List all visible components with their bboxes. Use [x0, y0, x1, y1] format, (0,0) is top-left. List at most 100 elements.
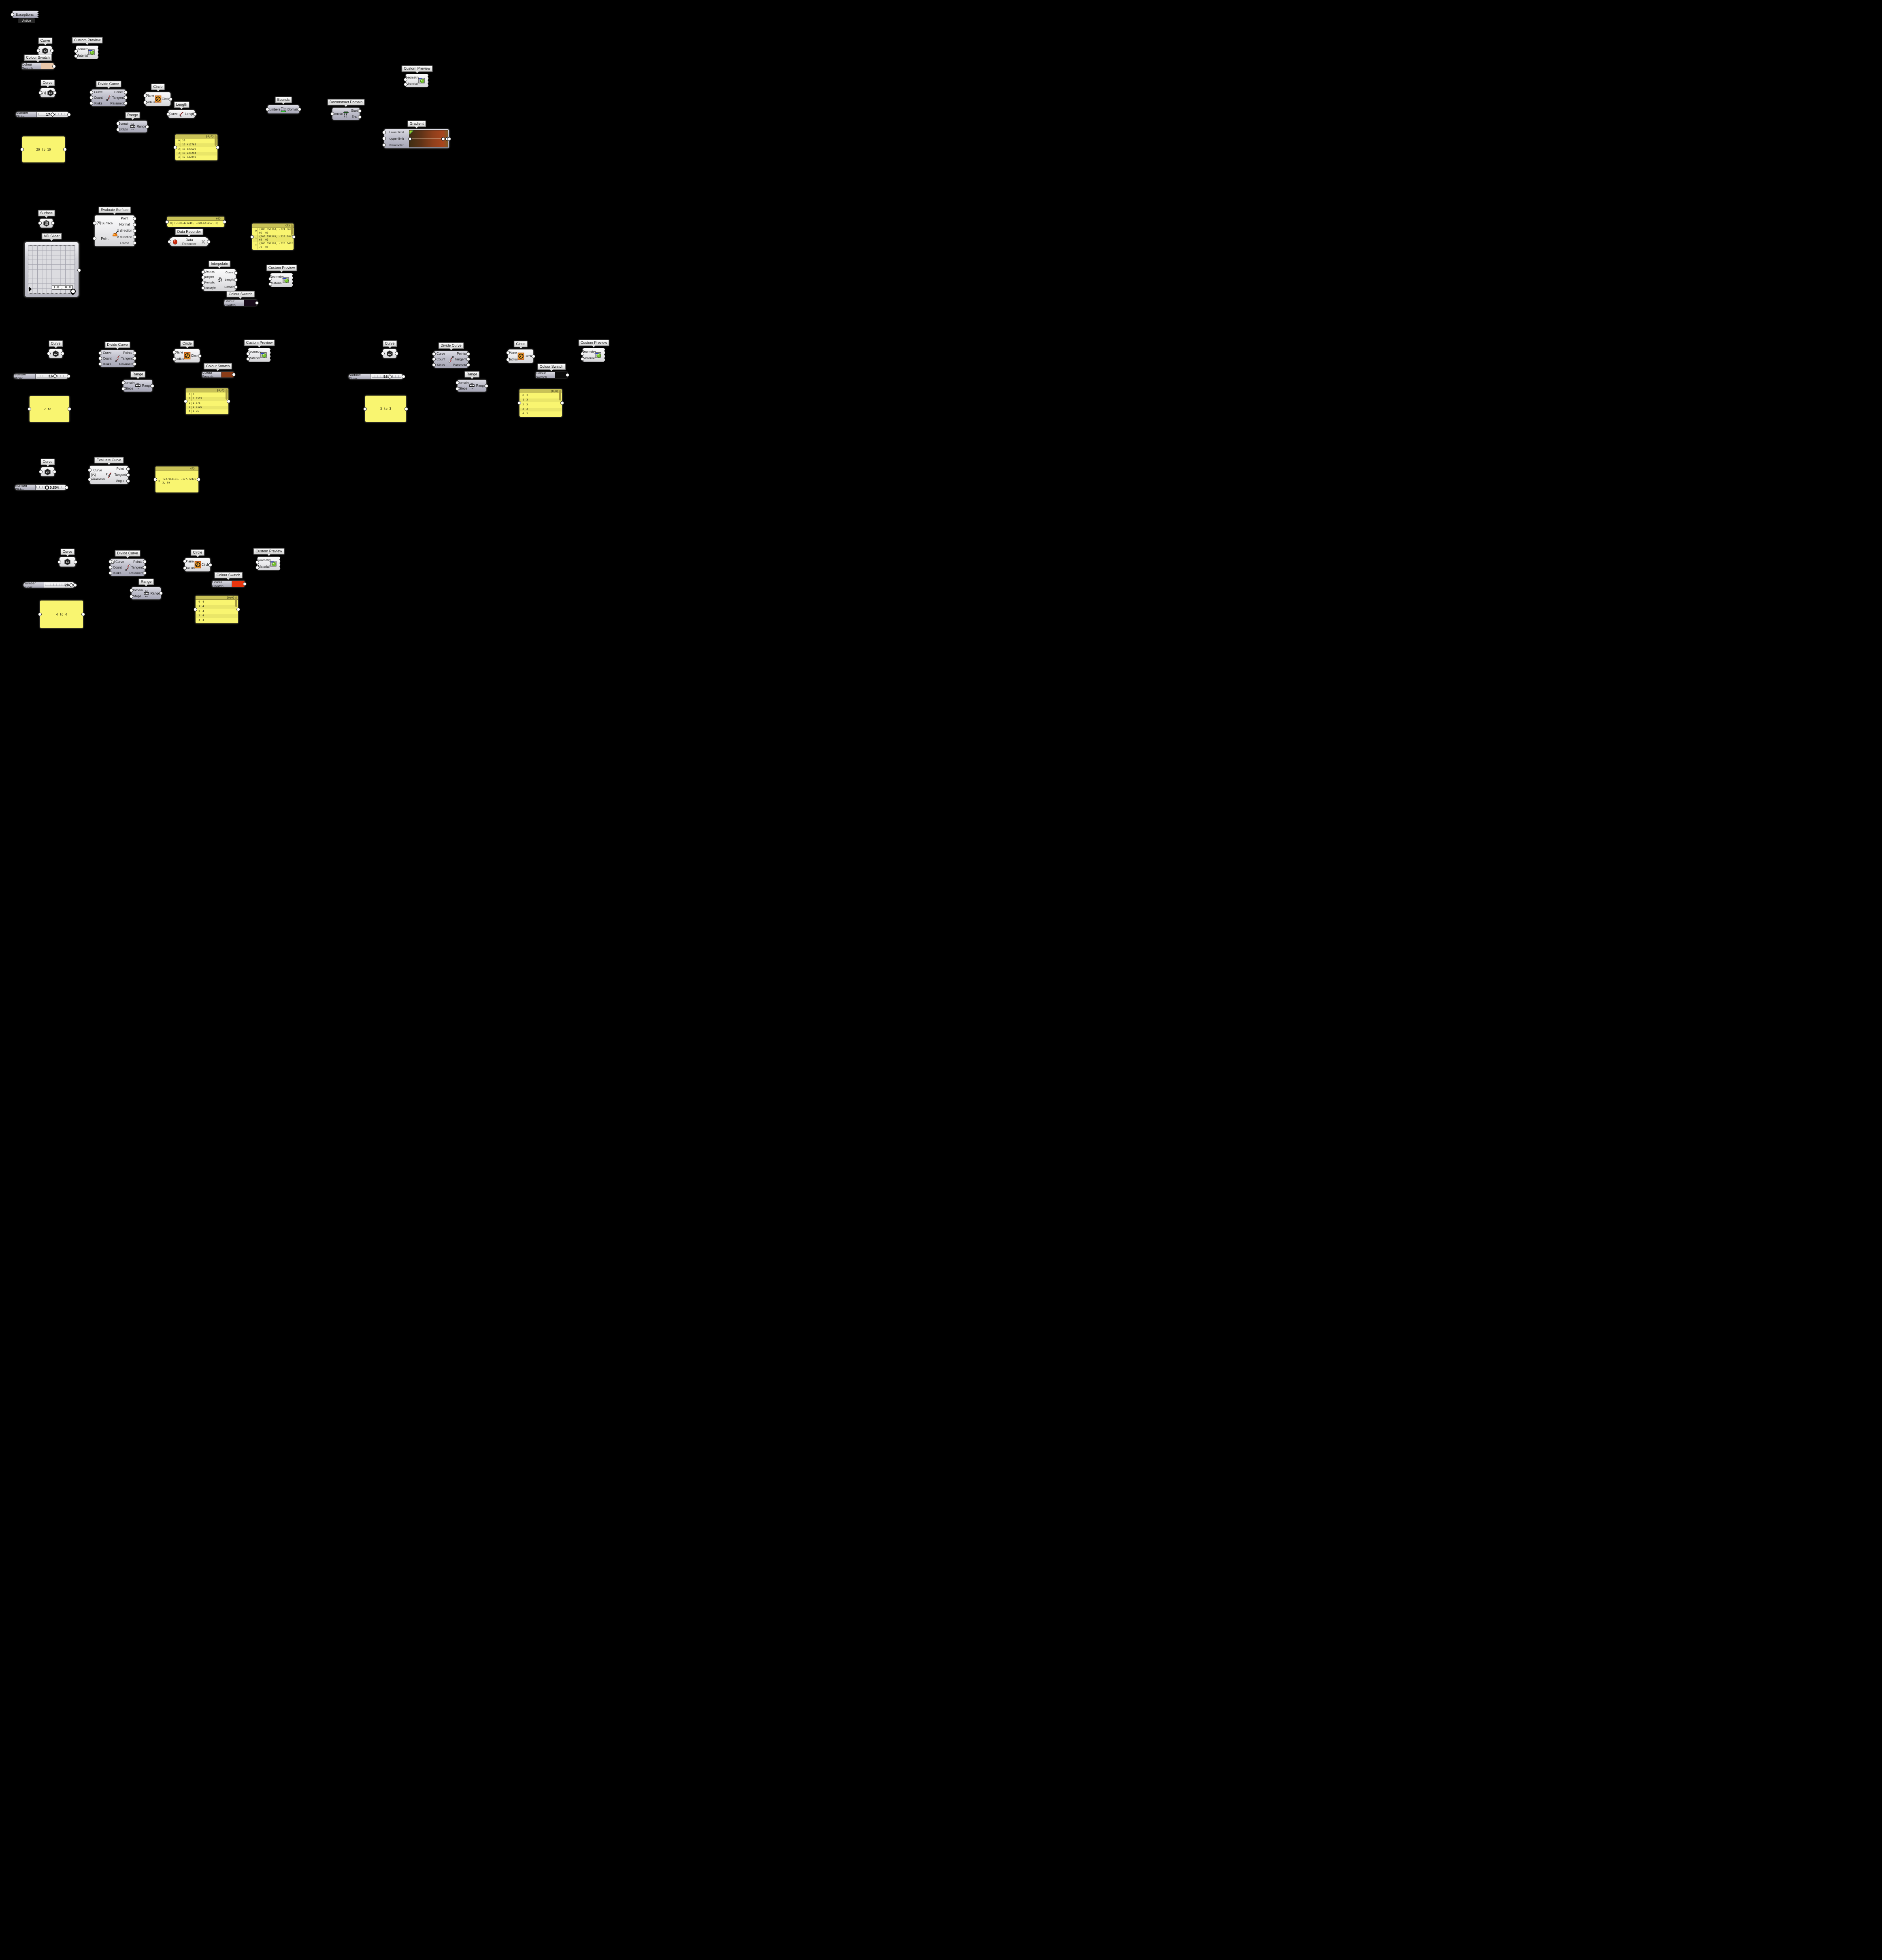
curve-param-4-body[interactable] — [383, 349, 397, 358]
input-nub[interactable] — [201, 281, 205, 285]
deconstruct-domain-1-output-start[interactable]: Start — [349, 109, 362, 113]
custom-preview-1-material-nub[interactable] — [74, 54, 78, 58]
divide-curve-4-output-points[interactable]: Points — [131, 560, 147, 564]
number-slider-3-value-group[interactable]: 16 — [383, 374, 392, 379]
custom-preview-5-geometry-nub[interactable] — [581, 352, 584, 356]
custom-preview-6-material-nub[interactable] — [255, 566, 259, 570]
output-nub[interactable] — [298, 107, 301, 111]
number-slider-2-output-nub[interactable] — [67, 374, 70, 378]
number-slider-1-grip[interactable] — [50, 112, 55, 117]
divide-curve-2-output-tangents[interactable]: Tangents — [121, 356, 136, 360]
panel-values-1-output-nub[interactable] — [216, 145, 219, 149]
output-nub[interactable] — [133, 356, 136, 360]
divide-curve-1-input-kinks[interactable]: Kinks — [89, 101, 105, 105]
input-nub[interactable] — [109, 565, 112, 569]
divide-curve-1-output-parameters[interactable]: Parameters — [110, 101, 128, 105]
evaluate-curve-1-input-parameter[interactable]: Parameter — [88, 477, 106, 481]
colour-swatch-4-output-nub[interactable] — [566, 373, 569, 377]
panel-3-to-3-body[interactable]: 3 to 3 — [365, 395, 407, 422]
md-slider-1-grid[interactable]: 1.0 ; 0.0 — [28, 245, 76, 295]
curve-param-6-input-nub[interactable] — [57, 560, 61, 564]
input-nub[interactable] — [98, 351, 102, 355]
custom-preview-4-geometry-nub[interactable] — [246, 352, 250, 356]
panel-4-to-4-output-nub[interactable] — [81, 612, 85, 616]
panel-3-to-3-input-nub[interactable] — [363, 407, 367, 411]
divide-curve-4-input-curve[interactable]: Curve — [109, 560, 124, 564]
panel-points-4-input-nub[interactable] — [250, 235, 254, 239]
number-slider-5-output-nub[interactable] — [73, 583, 77, 587]
range-4-output-range[interactable]: Range — [150, 591, 163, 595]
colour-swatch-1-output-nub[interactable] — [52, 64, 56, 68]
interpolate-1-input-knotstyle[interactable]: KnotStyle — [201, 286, 216, 290]
divide-curve-1-input-curve[interactable]: Curve — [89, 90, 105, 94]
curve-param-3-input-nub[interactable] — [47, 352, 51, 356]
input-nub[interactable] — [183, 559, 187, 563]
input-nub[interactable] — [143, 94, 147, 98]
panel-values-1-input-nub[interactable] — [173, 145, 177, 149]
input-nub[interactable] — [98, 356, 102, 360]
input-nub[interactable] — [93, 236, 96, 241]
input-nub[interactable] — [172, 357, 176, 361]
circle-1-input-plane[interactable]: Plane — [143, 94, 155, 98]
divide-curve-1-output-tangents[interactable]: Tangents — [112, 96, 128, 100]
output-nub[interactable] — [133, 229, 136, 233]
circle-2-input-plane[interactable]: Plane — [172, 350, 184, 354]
deconstruct-domain-1-input-domain[interactable]: Domain — [330, 112, 343, 116]
panel-point-2-input-nub[interactable] — [153, 477, 157, 481]
curve-param-4-input-nub[interactable] — [381, 352, 385, 356]
interpolate-1-output-length[interactable]: Length — [223, 278, 238, 282]
divide-curve-1-output-points[interactable]: Points — [112, 90, 128, 94]
number-slider-2-grip[interactable] — [53, 374, 57, 379]
panel-point-2-body[interactable]: {0}0{22.963161, -177.724262, 0} — [155, 466, 199, 493]
number-slider-4-value-group[interactable]: 0.304 — [45, 485, 59, 490]
curve-param-2-body[interactable] — [40, 88, 55, 98]
panel-4-to-4-body[interactable]: 4 to 4 — [40, 600, 83, 628]
input-nub[interactable] — [382, 136, 386, 141]
colour-swatch-3-body[interactable]: Colour Swatch — [202, 371, 234, 378]
evaluate-surface-1-output-u-direction[interactable]: U direction — [115, 229, 136, 233]
custom-preview-6-input-material[interactable]: Material — [258, 565, 270, 569]
range-1-input-domain[interactable]: Domain — [116, 121, 129, 126]
divide-curve-3-output-tangents[interactable]: Tangents — [455, 357, 470, 361]
number-slider-4-grip[interactable] — [45, 485, 49, 490]
circle-1-input-radius[interactable]: Radius — [143, 100, 155, 104]
output-nub[interactable] — [466, 357, 470, 361]
curve-param-1-input-nub[interactable] — [36, 49, 40, 53]
divide-curve-2-output-parameters[interactable]: Parameters — [119, 362, 136, 366]
panel-values-2-output-nub[interactable] — [227, 399, 230, 403]
length-1-output-length[interactable]: Length — [185, 112, 197, 116]
custom-preview-1-geometry-nub[interactable] — [74, 49, 78, 53]
curve-param-2-input-nub[interactable] — [38, 91, 42, 95]
output-nub[interactable] — [124, 90, 128, 94]
gradient-1-grip-right-inner[interactable] — [441, 137, 445, 141]
colour-swatch-2-output-nub[interactable] — [255, 301, 259, 305]
custom-preview-5-input-material[interactable]: Material — [583, 356, 595, 360]
divide-curve-4-input-count[interactable]: Count — [109, 565, 124, 569]
panel-20-to-10-body[interactable]: 20 to 10 — [22, 136, 65, 163]
curve-param-3-body[interactable] — [49, 349, 63, 358]
panel-scrollbar[interactable] — [226, 389, 228, 400]
input-nub[interactable] — [432, 352, 436, 356]
input-nub[interactable] — [89, 96, 93, 100]
divide-curve-3-output-parameters[interactable]: Parameters — [453, 363, 470, 367]
custom-preview-4-material-nub[interactable] — [246, 357, 250, 361]
gradient-1-grip-left[interactable] — [408, 137, 412, 141]
data-recorder-1-input-nub[interactable] — [168, 240, 171, 244]
custom-preview-5-material-nub[interactable] — [581, 357, 584, 361]
